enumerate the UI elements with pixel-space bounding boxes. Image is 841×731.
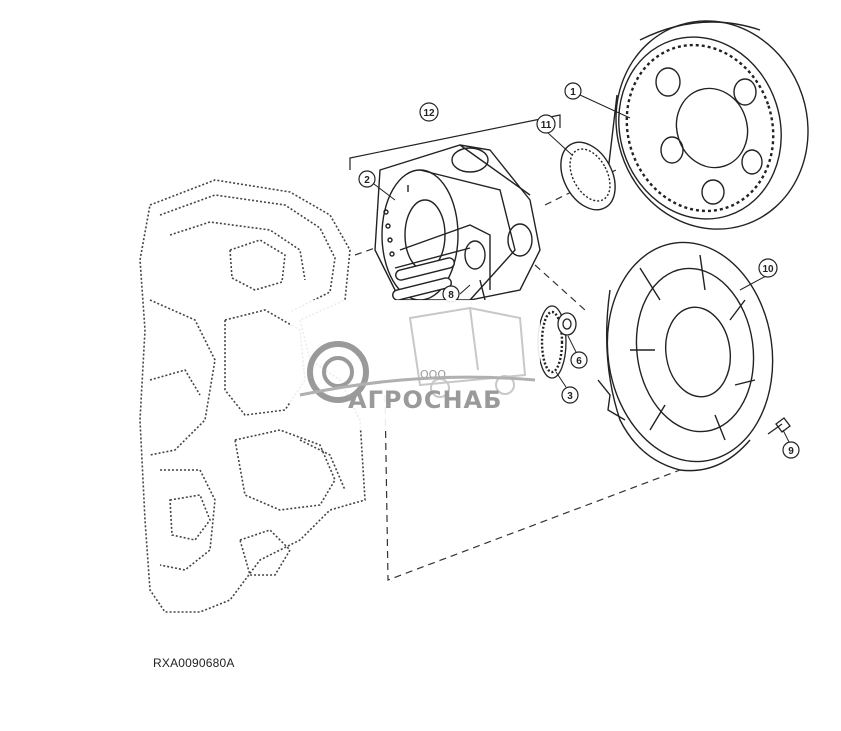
svg-text:10: 10	[762, 264, 774, 275]
planet-pins	[392, 257, 486, 301]
watermark: ООО АГРОСНАБ	[290, 300, 540, 430]
callouts: 1 2 3 6 8 9 10 11	[358, 82, 800, 459]
leader-lines	[373, 94, 790, 443]
housing-cover	[597, 241, 774, 472]
cover-bolt	[767, 417, 791, 435]
small-washer	[557, 312, 577, 336]
callout-6: 6	[570, 351, 588, 369]
svg-text:9: 9	[788, 446, 794, 457]
thrust-washer	[560, 141, 616, 211]
watermark-gear-icon	[307, 341, 369, 403]
callout-3: 3	[561, 386, 579, 404]
callout-2: 2	[358, 170, 376, 188]
callout-1: 1	[564, 82, 582, 100]
svg-text:6: 6	[576, 356, 582, 367]
watermark-truck-icon	[408, 306, 527, 398]
callout-12: 12	[419, 102, 439, 122]
group-bracket-12	[349, 114, 561, 170]
callout-11: 11	[536, 114, 556, 134]
svg-text:2: 2	[364, 175, 370, 186]
callout-10: 10	[758, 258, 778, 278]
svg-text:3: 3	[567, 391, 573, 402]
watermark-brand: АГРОСНАБ	[348, 386, 502, 414]
callout-8: 8	[442, 285, 460, 303]
svg-text:1: 1	[570, 87, 576, 98]
figure-code: RXA0090680A	[153, 656, 235, 670]
svg-text:12: 12	[423, 108, 435, 119]
svg-text:8: 8	[448, 290, 454, 301]
ring-gear	[606, 20, 809, 230]
svg-text:11: 11	[541, 120, 552, 131]
callout-9: 9	[782, 441, 800, 459]
transmission-housing	[139, 179, 366, 613]
